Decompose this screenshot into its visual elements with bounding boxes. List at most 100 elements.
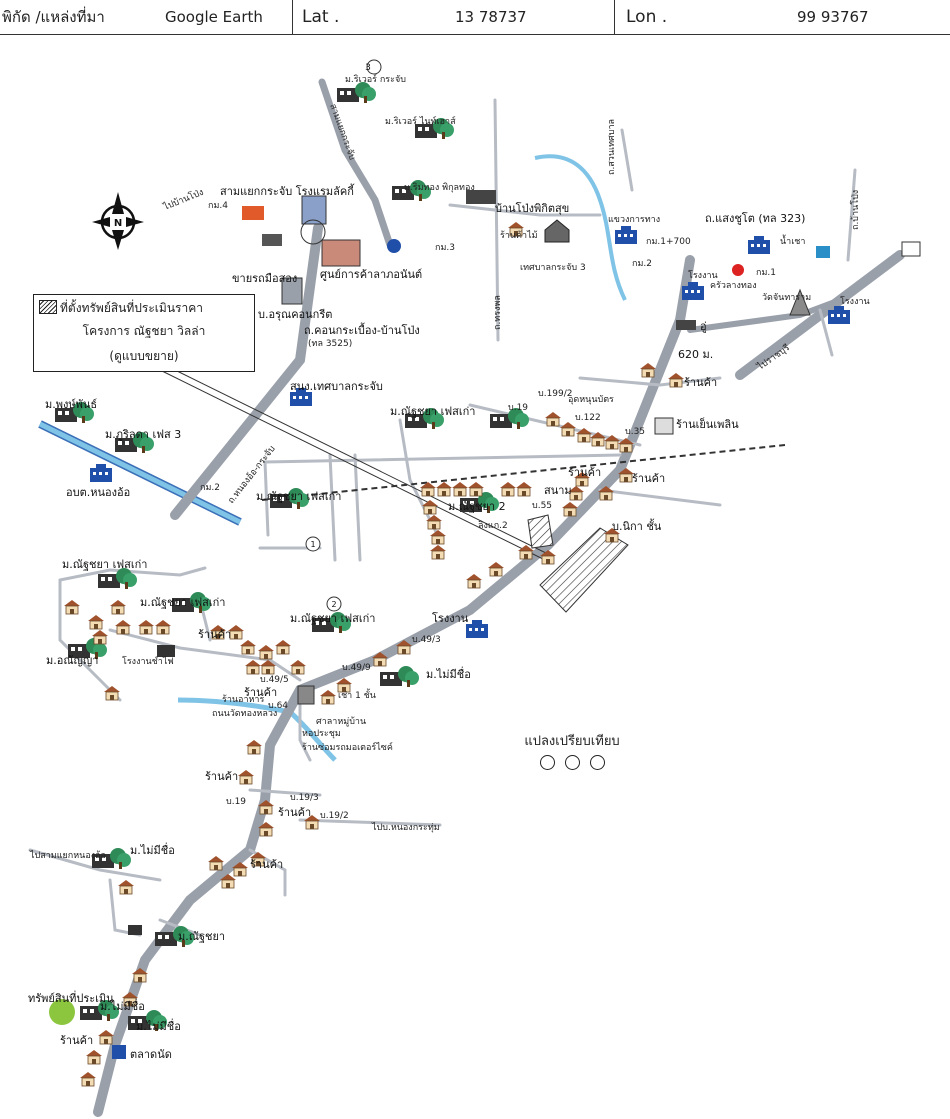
house-marker[interactable]: [559, 421, 577, 437]
map-label: ตลาดนัด: [130, 1048, 172, 1061]
map-label: ม.อณัญญา: [46, 654, 98, 667]
map-label: ร้านค้า: [60, 1034, 93, 1047]
legend-line-3: (ดูแบบขยาย): [109, 349, 179, 363]
house-marker[interactable]: [544, 411, 562, 427]
map-label: บ้านโป่งพิกิตสุข: [495, 201, 569, 215]
billboard[interactable]: [262, 234, 282, 246]
obt-building[interactable]: [90, 464, 112, 482]
factory-building[interactable]: [466, 620, 488, 638]
house-marker[interactable]: [429, 529, 447, 545]
map-label: กม.1+700: [646, 237, 691, 247]
subject-project-area-small[interactable]: [527, 514, 554, 549]
house-marker[interactable]: [487, 561, 505, 577]
house-marker[interactable]: [85, 1049, 103, 1065]
nam-rao-building[interactable]: [748, 236, 770, 254]
hotel-building[interactable]: [301, 195, 327, 225]
map-label: กม.2: [200, 483, 220, 493]
comparison-title: แปลงเปรียบเทียบ: [524, 734, 620, 749]
market-building[interactable]: [112, 1045, 126, 1059]
map-label: บ.19/3: [290, 793, 319, 803]
map-label: ม.ณัฐชยา 2: [448, 500, 506, 513]
house-marker[interactable]: [257, 644, 275, 660]
house-marker[interactable]: [154, 619, 172, 635]
map-label: บ.122: [575, 413, 601, 423]
village-marker[interactable]: [337, 82, 376, 103]
legend-line-1: ที่ตั้งทรัพย์สินที่ประเมินราคา: [60, 301, 203, 315]
shop-icon[interactable]: [654, 417, 674, 435]
lap-mall-building[interactable]: [321, 239, 361, 267]
house-marker[interactable]: [639, 362, 657, 378]
workshop-icon[interactable]: [157, 645, 175, 657]
marker-1-label: 1: [310, 540, 315, 549]
samyaek-sign[interactable]: [242, 206, 264, 220]
house-marker[interactable]: [289, 659, 307, 675]
subject-location-marker[interactable]: [49, 999, 75, 1025]
house-marker[interactable]: [319, 689, 337, 705]
restaurant-icon[interactable]: [732, 264, 744, 276]
house-marker[interactable]: [137, 619, 155, 635]
house-marker[interactable]: [97, 1029, 115, 1045]
house-marker[interactable]: [245, 739, 263, 755]
hall-icon[interactable]: [297, 685, 315, 705]
market-building[interactable]: [466, 190, 496, 204]
map-label: โรงงาน: [688, 270, 718, 281]
map-label: ลิงแก.2: [478, 520, 508, 531]
river-layer: [38, 154, 627, 762]
lon-label: Lon .: [626, 7, 668, 27]
house-marker[interactable]: [239, 639, 257, 655]
house-marker[interactable]: [451, 481, 469, 497]
subject-project-area[interactable]: [539, 527, 629, 613]
gate-icon[interactable]: [901, 241, 921, 257]
house-marker[interactable]: [429, 544, 447, 560]
comparison-circle-icon: [564, 755, 580, 770]
map-label: ม.ริเวอร์ กระจับ: [345, 73, 406, 85]
road-label: สามแยกกระจับ: [327, 103, 357, 162]
house-icon[interactable]: [544, 219, 570, 243]
header-divider: [292, 0, 293, 34]
car-icon[interactable]: [128, 925, 142, 935]
map-label: บ.64: [268, 701, 288, 711]
house-marker[interactable]: [109, 599, 127, 615]
house-marker[interactable]: [114, 619, 132, 635]
house-marker[interactable]: [561, 501, 579, 517]
house-marker[interactable]: [499, 481, 517, 497]
lat-value: 13 78737: [455, 8, 527, 26]
house-marker[interactable]: [465, 573, 483, 589]
temple-icon[interactable]: [789, 288, 811, 316]
house-marker[interactable]: [244, 659, 262, 675]
kiosk-building[interactable]: [816, 246, 830, 258]
car-dealer[interactable]: [281, 277, 303, 305]
house-marker[interactable]: [79, 1071, 97, 1087]
legend-line-2: โครงการ ณัฐชยา วิลล่า: [82, 324, 206, 338]
house-marker[interactable]: [421, 499, 439, 515]
comparison-marker-3[interactable]: [366, 59, 382, 75]
comparison-marker-2[interactable]: [326, 596, 342, 612]
location-map[interactable]: N 3 1 2 ม.ริเวอร์ กระจับ ม.ริเวอร์ ไนท์เ…: [0, 36, 950, 1119]
police-icon[interactable]: [387, 239, 401, 253]
house-marker[interactable]: [63, 599, 81, 615]
garage-icon[interactable]: [676, 320, 696, 330]
landmarks[interactable]: [49, 59, 921, 1025]
comparison-circles: [512, 755, 632, 770]
house-marker[interactable]: [207, 855, 225, 871]
house-marker[interactable]: [467, 481, 485, 497]
map-label: ม.ณัฐชยา เฟสเก่า: [140, 596, 225, 609]
house-marker[interactable]: [435, 481, 453, 497]
house-marker[interactable]: [117, 879, 135, 895]
house-marker[interactable]: [87, 614, 105, 630]
house-marker[interactable]: [515, 481, 533, 497]
map-label: บ.199/2: [538, 389, 573, 399]
comparison-marker-1[interactable]: [305, 536, 321, 552]
map-label: กม.1: [756, 268, 776, 278]
house-marker[interactable]: [667, 372, 685, 388]
house-marker[interactable]: [237, 769, 255, 785]
house-marker[interactable]: [274, 639, 292, 655]
map-label: บ.49/5: [260, 675, 289, 685]
house-marker[interactable]: [91, 629, 109, 645]
public-buildings[interactable]: [90, 226, 850, 1059]
village-marker[interactable]: [380, 666, 419, 687]
pointer-lines: [159, 369, 551, 561]
map-label: กม.3: [435, 243, 455, 253]
highway-office[interactable]: [615, 226, 637, 244]
house-marker[interactable]: [335, 677, 353, 693]
